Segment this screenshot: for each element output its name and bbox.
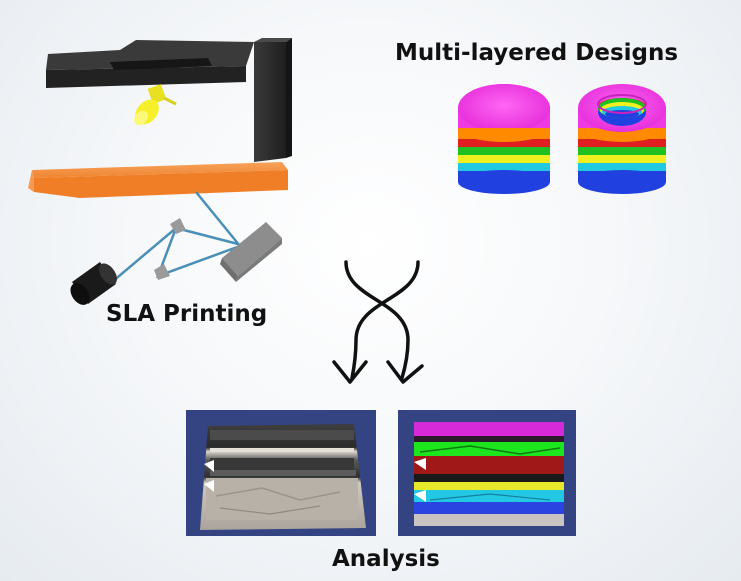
galvo-icon bbox=[220, 222, 282, 282]
light-source-icon bbox=[134, 84, 177, 126]
analysis-label: Analysis bbox=[332, 546, 440, 572]
laser-path bbox=[111, 191, 241, 283]
layered-ring-icon bbox=[578, 84, 666, 194]
laser-emitter-icon bbox=[70, 262, 117, 305]
multi-layered-designs-label: Multi-layered Designs bbox=[395, 40, 679, 66]
mirror-icon bbox=[154, 264, 170, 280]
crossed-arrows-icon bbox=[332, 260, 424, 384]
layered-cylinder-icon bbox=[458, 84, 550, 194]
build-platform-icon bbox=[28, 162, 288, 198]
sla-printer-icon bbox=[28, 38, 292, 305]
sample-image-colored bbox=[398, 410, 576, 536]
sample-image-plain bbox=[186, 410, 376, 536]
mirror-icon bbox=[170, 218, 186, 234]
sla-printing-label: SLA Printing bbox=[106, 301, 268, 327]
